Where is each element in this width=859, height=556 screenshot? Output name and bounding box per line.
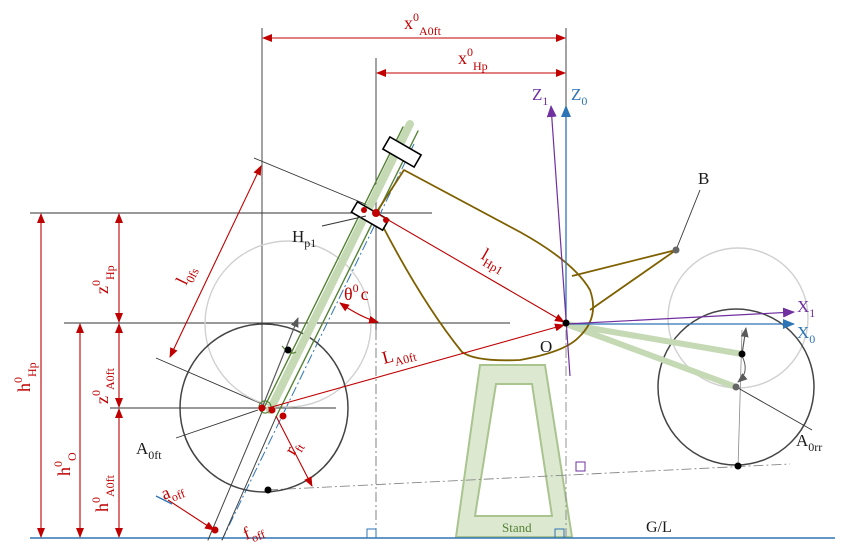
label-hp1: Hp1 (292, 227, 316, 250)
leader-a0ft (175, 409, 259, 439)
point-rear-axle (732, 383, 740, 391)
label-z-a0ft: z0A0ft (89, 367, 117, 404)
right-angle-marker-ground-hp (366, 528, 377, 539)
label-o-point: O (540, 337, 552, 356)
point-hp1 (372, 209, 380, 217)
label-z1: Z1 (532, 85, 548, 108)
rear-angle-arc (737, 355, 748, 383)
dim-a-off (167, 499, 215, 531)
dimension-lines (37, 34, 566, 538)
leader-hp1 (321, 215, 367, 227)
right-angle-marker-ground-o (554, 528, 565, 539)
point-rear-ghost-axle (738, 350, 746, 358)
label-f-off: foff (240, 518, 267, 548)
axis-z1 (546, 105, 571, 377)
label-stand: Stand (502, 520, 532, 535)
center-lines (221, 143, 791, 541)
right-angle-marker-rear (575, 461, 586, 472)
dim-l-a0ft (267, 323, 565, 409)
label-a0rr: A0rr (796, 431, 822, 454)
dashdot-ground-offset (267, 463, 791, 491)
axis-x1 (565, 307, 795, 325)
label-x0: X0 (797, 323, 815, 346)
point-front-axle (258, 404, 266, 412)
label-r-ft: rft (280, 436, 308, 460)
point-a-off (211, 526, 219, 534)
front-wheel (179, 240, 372, 493)
point-b (672, 246, 680, 254)
leader-lines (175, 189, 813, 439)
a-off-blue-tick (155, 495, 173, 505)
point-rear-contact (734, 462, 742, 470)
label-h-a0ft: h0A0ft (89, 474, 117, 512)
label-x-hp: x0Hp (458, 45, 488, 73)
point-front-ghost-axle (284, 346, 292, 354)
dim-r-ft (275, 415, 313, 487)
point-front-contact (264, 486, 272, 494)
front-wheel-tire (179, 323, 349, 493)
dim-theta-arc (339, 302, 379, 324)
point-front-axle-c (279, 412, 287, 420)
label-l0fs: l0fs (172, 261, 202, 290)
l0fs-ext-bottom (155, 357, 263, 405)
rear-subframe (571, 249, 677, 311)
point-hp1-b (361, 207, 367, 213)
label-z0: Z0 (571, 85, 587, 108)
rear-axle-arrow (740, 327, 749, 355)
dim-l0fs (169, 165, 262, 358)
label-x1: X1 (797, 297, 815, 320)
label-z-hp: z0Hp (89, 265, 117, 294)
label-x-a0ft: x0A0ft (404, 10, 442, 38)
leader-a0rr (737, 387, 813, 431)
label-h-o: h0O (51, 452, 79, 476)
leader-b (675, 189, 701, 251)
points (211, 207, 746, 534)
label-a0ft: A0ft (136, 439, 162, 462)
rear-wheel (657, 247, 815, 466)
steering-axis (221, 143, 415, 541)
l0fs-ext-top (253, 157, 371, 207)
dim-l-hp1 (377, 213, 565, 323)
swing-arm (563, 321, 745, 390)
steering-head-top (381, 135, 423, 169)
stand-inner (473, 383, 554, 517)
point-hp1-c (383, 217, 389, 223)
point-front-axle-b (268, 406, 276, 414)
label-ground: G/L (646, 519, 672, 536)
label-l-a0ft: LA0ft (380, 340, 419, 372)
front-fork (207, 120, 419, 541)
label-h-hp: h0Hp (11, 362, 39, 392)
point-o (562, 319, 570, 327)
stand (454, 364, 574, 538)
main-frame (375, 169, 594, 362)
label-l-hp1: lHp1 (476, 244, 510, 278)
label-b: B (698, 169, 709, 188)
front-axle-arrow (261, 317, 299, 409)
